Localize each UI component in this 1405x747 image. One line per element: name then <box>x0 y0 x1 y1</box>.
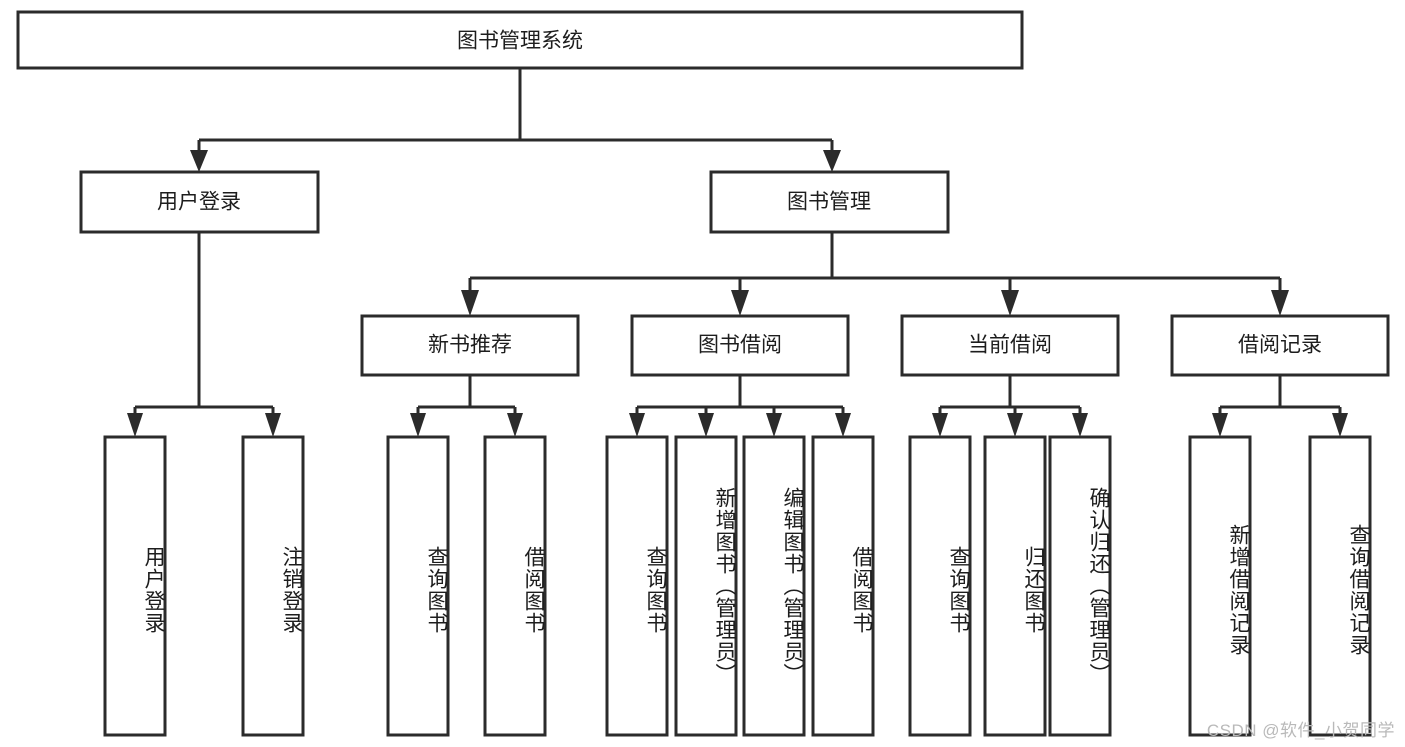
node-root-label: 图书管理系统 <box>457 30 583 53</box>
arrowhead-leaf-return-book <box>1007 413 1023 437</box>
arrowhead-leaf-query-book-rec <box>410 413 426 437</box>
arrowhead-leaf-user-login <box>127 413 143 437</box>
arrowhead-leaf-query-record <box>1332 413 1348 437</box>
arrowhead-leaf-add-book <box>698 413 714 437</box>
node-leaf-query-book-borrow[interactable] <box>605 435 669 737</box>
node-new-book-rec[interactable] <box>360 314 580 377</box>
arrowhead-leaf-user-logout <box>265 413 281 437</box>
node-user-login[interactable] <box>79 170 320 234</box>
node-current-borrow[interactable] <box>900 314 1120 377</box>
node-leaf-edit-book[interactable] <box>742 435 806 737</box>
arrowhead-current-borrow <box>1001 290 1019 316</box>
node-new-book-rec-label: 新书推荐 <box>428 334 512 357</box>
node-leaf-add-book[interactable] <box>674 435 738 737</box>
node-leaf-return-book[interactable] <box>983 435 1047 737</box>
arrowhead-leaf-confirm-return <box>1072 413 1088 437</box>
node-borrow-record-label: 借阅记录 <box>1238 334 1322 357</box>
node-book-borrow-label: 图书借阅 <box>698 334 782 357</box>
node-leaf-borrow-book[interactable] <box>811 435 875 737</box>
node-leaf-user-login[interactable] <box>103 435 167 737</box>
node-leaf-user-logout[interactable] <box>241 435 305 737</box>
arrowhead-leaf-borrow-book-rec <box>507 413 523 437</box>
arrowhead-borrow-record <box>1271 290 1289 316</box>
node-book-manage[interactable] <box>709 170 950 234</box>
arrowhead-book-borrow <box>731 290 749 316</box>
arrowhead-user-login <box>190 150 208 172</box>
arrowhead-leaf-edit-book <box>766 413 782 437</box>
arrowhead-leaf-borrow-book <box>835 413 851 437</box>
node-borrow-record[interactable] <box>1170 314 1390 377</box>
node-leaf-borrow-book-rec[interactable] <box>483 435 547 737</box>
node-leaf-confirm-return[interactable] <box>1048 435 1112 737</box>
node-book-borrow[interactable] <box>630 314 850 377</box>
node-layer: 图书管理系统 用户登录 图书管理 新书推荐 图书借阅 当前借阅 借阅记录 <box>16 10 1390 737</box>
node-user-login-label: 用户登录 <box>157 191 241 214</box>
node-book-manage-label: 图书管理 <box>787 191 871 214</box>
node-current-borrow-label: 当前借阅 <box>968 334 1052 357</box>
node-leaf-add-record[interactable] <box>1188 435 1252 737</box>
arrowhead-leaf-query-book-current <box>932 413 948 437</box>
arrowhead-leaf-add-record <box>1212 413 1228 437</box>
watermark-text: CSDN @软件_小贺同学 <box>1206 721 1395 740</box>
node-root[interactable] <box>16 10 1024 70</box>
node-leaf-query-book-rec[interactable] <box>386 435 450 737</box>
connector-layer <box>127 68 1348 437</box>
node-leaf-query-book-current[interactable] <box>908 435 972 737</box>
arrowhead-book-manage <box>823 150 841 172</box>
arrowhead-leaf-query-book-borrow <box>629 413 645 437</box>
node-leaf-query-record[interactable] <box>1308 435 1372 737</box>
arrowhead-new-book-rec <box>461 290 479 316</box>
